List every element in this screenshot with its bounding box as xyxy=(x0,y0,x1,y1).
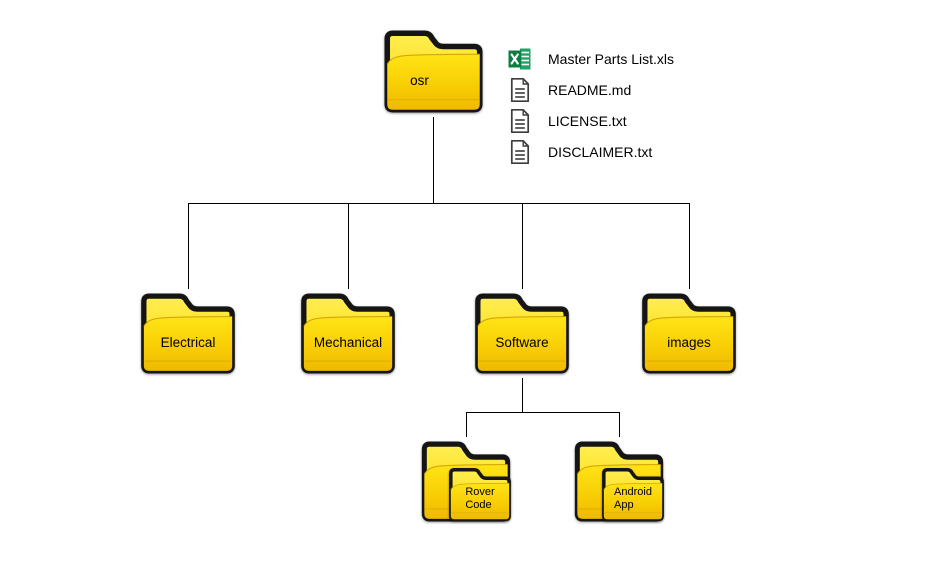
file-item-license[interactable]: LICENSE.txt xyxy=(508,108,627,134)
folder-node-software[interactable]: Software xyxy=(469,289,575,378)
tree-connector-software-rail xyxy=(466,412,620,413)
document-icon xyxy=(508,77,532,103)
document-icon xyxy=(508,108,532,134)
folder-icon xyxy=(378,26,489,117)
tree-connector-android-app-stub xyxy=(619,412,620,437)
folder-icon xyxy=(469,289,575,378)
tree-connector-electrical-stub xyxy=(188,203,189,289)
file-item-disclaimer[interactable]: DISCLAIMER.txt xyxy=(508,139,652,165)
file-name: DISCLAIMER.txt xyxy=(548,144,653,160)
tree-connector-software-stem xyxy=(522,378,523,412)
tree-connector-rover-code-stub xyxy=(466,412,467,437)
folder-label-electrical: Electrical xyxy=(160,335,216,350)
folder-label-osr: osr xyxy=(410,73,429,88)
folder-node-android-app[interactable]: Android App xyxy=(569,437,669,526)
folder-icon xyxy=(295,289,401,378)
tree-connector-main-rail xyxy=(188,203,690,204)
subfolder-label-android-app: Android App xyxy=(614,486,652,511)
document-icon xyxy=(508,139,532,165)
folder-label-images: images xyxy=(667,335,711,350)
tree-connector-software-stub xyxy=(522,203,523,289)
folder-icon xyxy=(135,289,241,378)
subfolder-icon-android-app[interactable]: Android App xyxy=(598,465,668,524)
folder-label-mechanical: Mechanical xyxy=(313,335,383,350)
excel-file-icon xyxy=(508,46,532,72)
file-name: README.md xyxy=(548,82,632,98)
folder-node-mechanical[interactable]: Mechanical xyxy=(295,289,401,378)
tree-connector-root-stem xyxy=(433,117,434,203)
file-item-master-parts-list[interactable]: Master Parts List.xls xyxy=(508,46,674,72)
file-item-readme[interactable]: README.md xyxy=(508,77,631,103)
folder-node-osr[interactable]: osr xyxy=(378,26,489,117)
folder-node-images[interactable]: images xyxy=(636,289,742,378)
folder-node-rover-code[interactable]: Rover Code xyxy=(416,437,516,526)
folder-icon xyxy=(636,289,742,378)
file-name: LICENSE.txt xyxy=(548,113,627,129)
tree-connector-mechanical-stub xyxy=(348,203,349,289)
folder-label-software: Software xyxy=(495,335,549,350)
subfolder-icon-rover-code[interactable]: Rover Code xyxy=(445,465,515,524)
folder-node-electrical[interactable]: Electrical xyxy=(135,289,241,378)
subfolder-label-rover-code: Rover Code xyxy=(465,486,495,511)
tree-connector-images-stub xyxy=(689,203,690,289)
file-name: Master Parts List.xls xyxy=(548,51,675,67)
